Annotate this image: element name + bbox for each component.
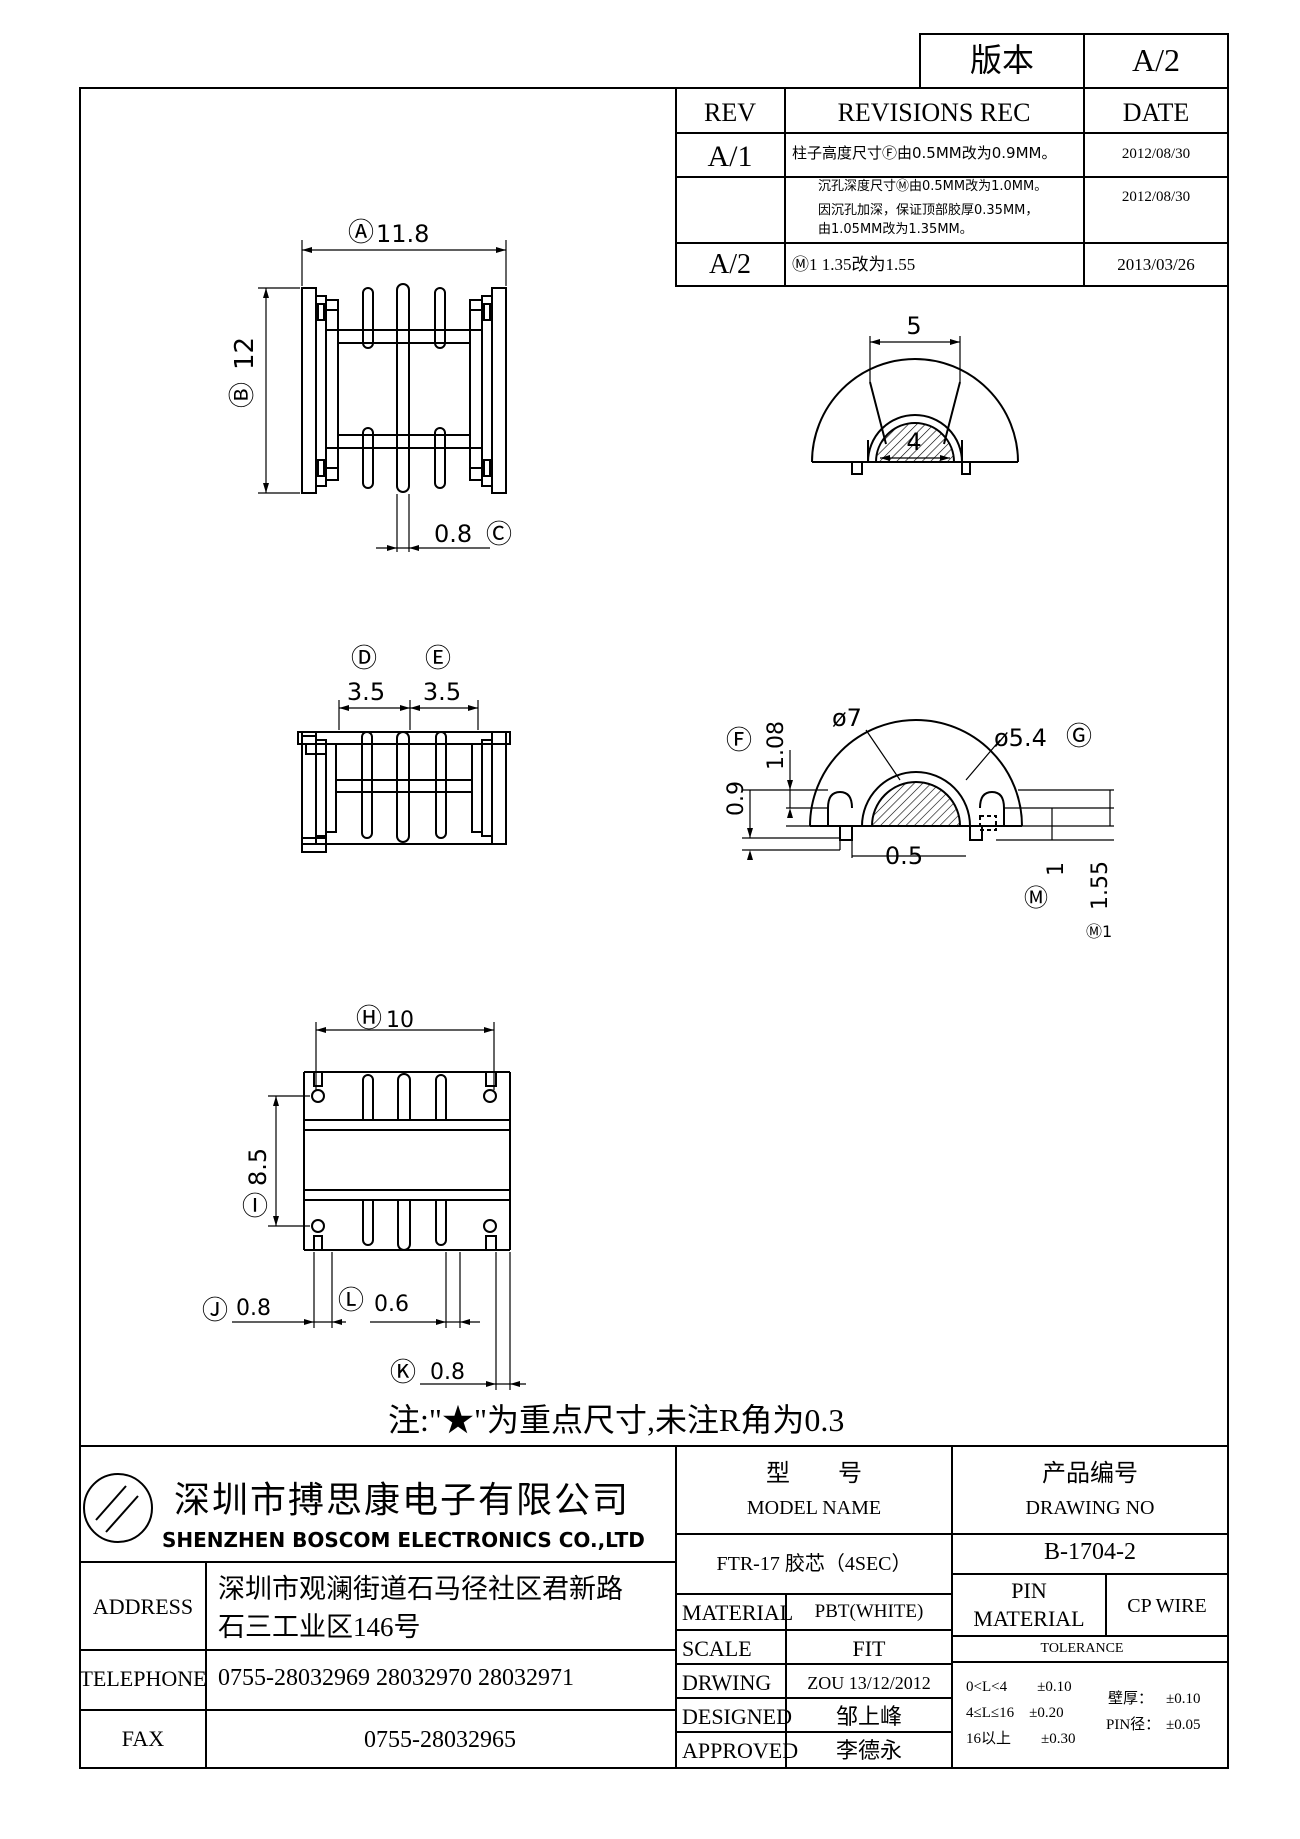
dim-a-value: 11.8 [376, 220, 430, 248]
revisions-rec-header: REVISIONS REC [837, 98, 1031, 127]
rev-a1: A/1 [707, 140, 753, 173]
drawing-note: 注:"★"为重点尺寸,未注R角为0.3 [388, 1402, 845, 1438]
rev-a2-date: 2013/03/26 [1117, 255, 1195, 274]
drwing-value: ZOU 13/12/2012 [807, 1673, 931, 1693]
bottom-view [303, 1071, 511, 1251]
material-label: MATERIAL [682, 1600, 794, 1625]
scale-label: SCALE [682, 1636, 752, 1661]
dim-09: 0.9 [724, 781, 749, 816]
side-view-body [301, 731, 507, 853]
approved-label: APPROVED [682, 1738, 799, 1763]
dim-j-value: 0.8 [236, 1296, 271, 1321]
sheet-border [79, 87, 1229, 1769]
telephone-value: 0755-28032969 28032970 28032971 [218, 1665, 574, 1691]
end-view-top [811, 358, 1019, 475]
version-box [919, 33, 1229, 89]
dim-i-value: 8.5 [244, 1147, 272, 1186]
dim-l-value: 0.6 [374, 1292, 409, 1317]
dim-k-tag: Ⓚ [390, 1358, 417, 1388]
top-view-dims [258, 240, 507, 552]
pin-label-1: PIN [1011, 1578, 1047, 1603]
dim-f-tag: Ⓕ [726, 726, 753, 756]
dim-m1-tag: Ⓜ1 [1086, 922, 1113, 941]
rev-note-line1: 沉孔深度尺寸Ⓜ由0.5MM改为1.0MM。 [818, 179, 1048, 194]
pin-diameter-label: PIN径： [1106, 1717, 1161, 1733]
dim-k-value: 0.8 [430, 1360, 465, 1385]
dim-b-number: 12 [230, 336, 260, 370]
tolerance-row-2: 4≤L≤16 ±0.20 [966, 1705, 1064, 1721]
rev-header: REV [704, 98, 756, 127]
dim-m1-value: 1.55 [1088, 861, 1113, 910]
dim-d-value: 3.5 [346, 678, 386, 706]
dim-5: 5 [906, 312, 922, 340]
dim-h-tag: Ⓗ [356, 1004, 383, 1034]
drawing-label-en: DRAWING NO [1025, 1497, 1155, 1519]
tolerance-row-1: 0<L<4 ±0.10 [966, 1679, 1072, 1695]
dim-f-value: 1.08 [764, 721, 789, 770]
drawing-label-cn: 产品编号 [1042, 1461, 1138, 1487]
rev-note-date: 2012/08/30 [1121, 189, 1191, 205]
pin-label-2: MATERIAL [973, 1606, 1085, 1631]
designed-value: 邹上峰 [835, 1704, 903, 1729]
dim-i-tag: Ⓘ [242, 1192, 269, 1222]
dim-e-value: 3.5 [422, 678, 462, 706]
title-block [80, 1445, 1228, 1768]
dim-phi7: ø7 [832, 704, 862, 732]
end-view-detail [809, 719, 1023, 841]
version-label: 版本 [969, 42, 1035, 78]
tolerance-label: TOLERANCE [1040, 1641, 1124, 1656]
dim-4: 4 [906, 428, 922, 456]
model-label-cn: 型 号 [766, 1461, 862, 1487]
designed-label: DESIGNED [682, 1704, 792, 1729]
rev-a1-date: 2012/08/30 [1121, 146, 1191, 162]
drawing-no: B-1704-2 [1044, 1539, 1136, 1565]
dim-05: 0.5 [884, 842, 924, 870]
date-header: DATE [1122, 98, 1190, 127]
end-view-detail-dims [742, 729, 1114, 858]
company-name-cn: 深圳市搏思康电子有限公司 [174, 1480, 631, 1520]
fax-label: FAX [121, 1726, 165, 1751]
dim-c-tag: Ⓒ [486, 520, 513, 550]
fax-value: 0755-28032965 [364, 1727, 516, 1753]
telephone-label: TELEPHONE [79, 1666, 207, 1691]
dim-m-tag: Ⓜ [1024, 884, 1048, 912]
dim-h-value: 10 [386, 1008, 414, 1033]
rev-a2: A/2 [709, 249, 751, 280]
address-label: ADDRESS [92, 1594, 194, 1619]
dim-c-value: 0.8 [434, 520, 473, 548]
side-view-dims [338, 700, 479, 730]
dim-phi54: ø5.4 [994, 724, 1047, 752]
model-label-en: MODEL NAME [746, 1497, 882, 1519]
dim-l-tag: Ⓛ [338, 1286, 365, 1316]
rev-note-line2: 因沉孔加深，保证顶部胶厚0.35MM， [818, 203, 1039, 218]
dim-e-tag: Ⓔ [424, 644, 452, 674]
approved-value: 李德永 [835, 1738, 903, 1763]
bottom-view-dims [232, 1022, 526, 1390]
revision-table [675, 87, 1229, 287]
dim-b-value: 12 [230, 337, 260, 400]
company-name-en: SHENZHEN BOSCOM ELECTRONICS CO.,LTD [162, 1528, 645, 1552]
material-value: PBT(WHITE) [814, 1601, 924, 1622]
top-view [301, 283, 507, 494]
dim-m-value: 1 [1044, 862, 1069, 876]
scale-value: FIT [852, 1636, 886, 1661]
drwing-label: DRWING [682, 1670, 772, 1695]
pin-material-value: CP WIRE [1127, 1595, 1207, 1617]
dim-j-tag: Ⓙ [202, 1296, 229, 1326]
tolerance-row-3: 16以上 ±0.30 [966, 1731, 1076, 1747]
address-line1: 深圳市观澜街道石马径社区君新路 [218, 1574, 623, 1604]
wall-thickness-label: 壁厚： [1108, 1691, 1154, 1707]
dim-g-tag: Ⓖ [1066, 722, 1093, 752]
address-line2: 石三工业区146号 [218, 1612, 421, 1642]
rev-a2-text: Ⓜ1 1.35改为1.55 [792, 255, 916, 274]
model-name: FTR-17 胶芯（4SEC） [716, 1553, 912, 1575]
pin-diameter-value: ±0.05 [1166, 1717, 1201, 1733]
dim-d-tag: Ⓓ [350, 644, 378, 674]
rev-note-line3: 由1.05MM改为1.35MM。 [818, 222, 973, 237]
rev-a1-text: 柱子高度尺寸Ⓕ由0.5MM改为0.9MM。 [792, 144, 1057, 162]
dim-a-tag: Ⓐ [348, 218, 375, 248]
version-value: A/2 [1132, 42, 1180, 78]
wall-thickness-value: ±0.10 [1166, 1691, 1201, 1707]
